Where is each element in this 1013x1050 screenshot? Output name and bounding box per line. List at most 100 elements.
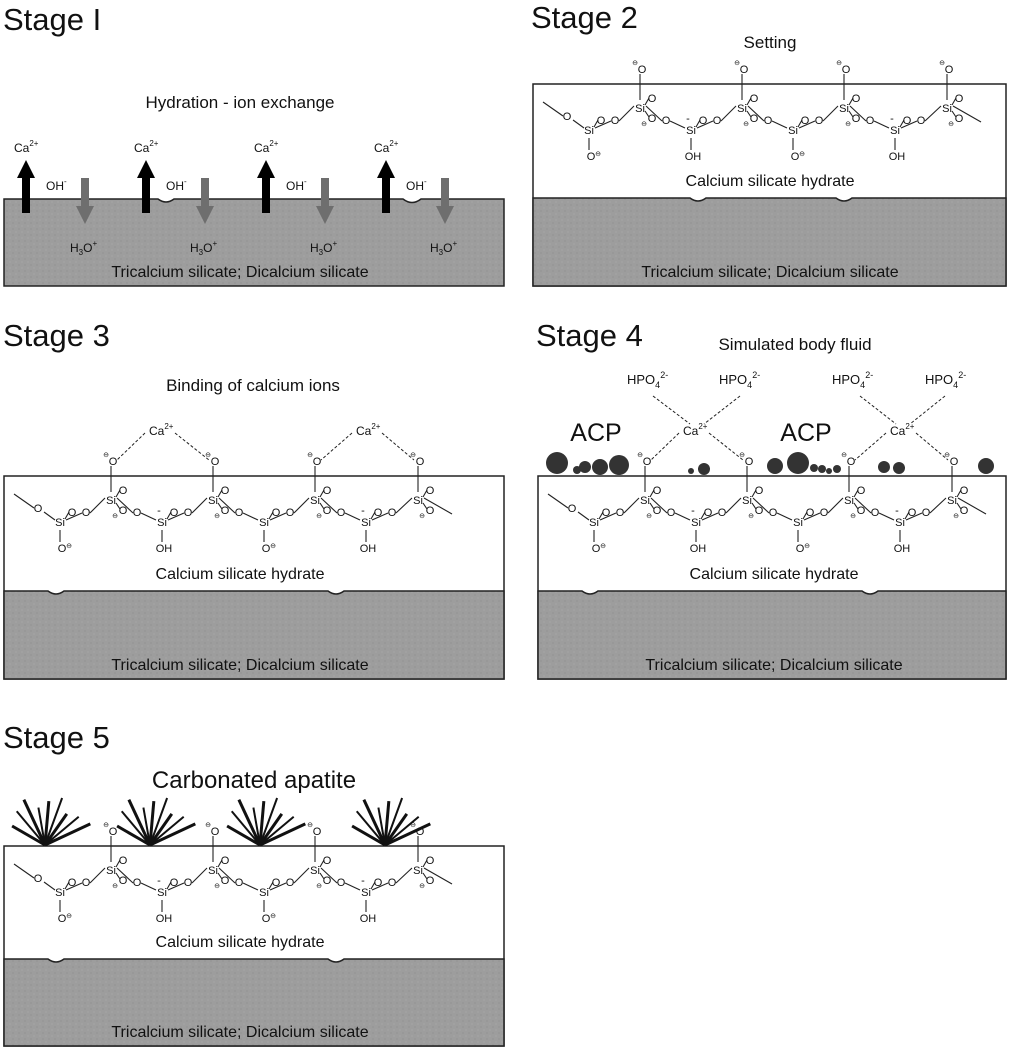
ionic-bond-dashed [915, 432, 949, 461]
bridging-oxygen: O [667, 507, 676, 519]
bond-line [423, 867, 453, 885]
bridging-oxygen: O [337, 507, 346, 519]
si-atom: Si [640, 495, 650, 507]
bond-line [268, 511, 274, 520]
oxygen: O [170, 877, 179, 889]
apatite-needle [149, 797, 169, 846]
phosphate-approach-dashed [859, 395, 897, 425]
surface-oxygen: O [109, 456, 118, 468]
oxygen: O [119, 875, 128, 887]
bond-line [13, 493, 35, 509]
surface-oxygen: O [745, 456, 754, 468]
bond-line [43, 881, 56, 891]
stage-1-panel: Stage I Hydration - ion exchange Tricalc… [3, 2, 505, 287]
oxygen: O [602, 507, 611, 519]
calcium-release-arrow [257, 160, 275, 178]
bridging-oxygen: O [235, 877, 244, 889]
negative-charge: ⊖ [66, 913, 72, 920]
apatite-needle [383, 801, 391, 846]
acp-particle [688, 468, 694, 474]
hydroxyl: OH [156, 913, 173, 925]
hydroxide-label: OH- [46, 177, 67, 193]
bond-line [848, 110, 854, 118]
oxygen: O [806, 507, 815, 519]
bond-line [269, 882, 287, 891]
acp-particle [893, 462, 905, 474]
si-atom: Si [737, 103, 747, 115]
apatite-needle [37, 807, 46, 846]
acp-particle [579, 461, 591, 473]
si-atom: Si [413, 865, 423, 877]
ionic-bond-dashed [174, 432, 210, 461]
bond-line [64, 881, 70, 890]
bond-line [89, 867, 106, 884]
stage-3-layer-label: Calcium silicate hydrate [156, 566, 325, 583]
bond-line [594, 120, 612, 129]
bond-line [957, 497, 987, 515]
bond-line [268, 881, 274, 890]
negative-charge: ⊖ [804, 543, 810, 550]
si-atom: Si [361, 517, 371, 529]
bond-line [649, 502, 655, 510]
calcium-release-arrow-shaft [22, 177, 30, 213]
bond-line [822, 105, 839, 122]
acp-particle [878, 461, 890, 473]
oxygen: O [221, 855, 230, 867]
ionic-bond-dashed [320, 432, 353, 461]
acp-particle [592, 459, 608, 475]
stage-3-panel: Stage 3 Binding of calcium ions Calcium … [3, 318, 505, 680]
calcium-ion: Ca2+ [890, 422, 915, 438]
bond-line [370, 881, 376, 890]
negative-charge: ⊖ [410, 822, 416, 829]
oxygen: O [568, 503, 577, 515]
bond-line [64, 511, 70, 520]
bond-line [700, 511, 706, 520]
si-atom: Si [742, 495, 752, 507]
si-atom: Si [413, 495, 423, 507]
apatite-needle [252, 807, 261, 846]
bond-line [827, 497, 844, 514]
stage-1-caption: Hydration - ion exchange [145, 93, 334, 112]
bond-line [13, 863, 35, 879]
si-atom: Si [208, 865, 218, 877]
apatite-needle [259, 815, 295, 846]
bond-line [725, 497, 742, 514]
ionic-bond-dashed [381, 432, 415, 461]
bond-line [191, 867, 208, 884]
bond-line [370, 511, 376, 520]
oxygen: O [908, 507, 917, 519]
oxygen: O [852, 93, 861, 105]
bond-line [797, 119, 803, 128]
oxygen: O [34, 873, 43, 885]
phosphate-approach-dashed [909, 395, 946, 425]
acp-particle [833, 465, 841, 473]
oxygen: O [791, 151, 800, 163]
bond-line [929, 497, 947, 514]
oxygen: O [119, 505, 128, 517]
bond-line [904, 511, 910, 520]
hydronium-label: H3O+ [310, 239, 337, 257]
hydronium-arrow-shaft [81, 178, 89, 208]
ionic-bond-dashed [708, 432, 744, 461]
si-atom: Si [890, 125, 900, 137]
bond-line [217, 502, 223, 510]
surface-oxygen: O [740, 64, 749, 76]
negative-charge: ⊖ [944, 452, 950, 459]
oxygen: O [374, 877, 383, 889]
hydronium-uptake-arrow [316, 206, 334, 224]
apatite-needle [355, 810, 386, 846]
negative-charge: ⊖ [637, 452, 643, 459]
bond-line [422, 859, 428, 868]
acp-particle [810, 464, 818, 472]
bridging-oxygen: O [133, 507, 142, 519]
si-atom: Si [55, 517, 65, 529]
ionic-bond-dashed [650, 432, 680, 461]
bridging-oxygen: O [286, 877, 295, 889]
bond-line [751, 502, 757, 510]
bond-line [319, 872, 325, 880]
bridging-oxygen: O [815, 115, 824, 127]
negative-charge: ⊖ [841, 452, 847, 459]
bond-line [951, 110, 957, 118]
oxygen: O [323, 875, 332, 887]
oxygen: O [653, 485, 662, 497]
